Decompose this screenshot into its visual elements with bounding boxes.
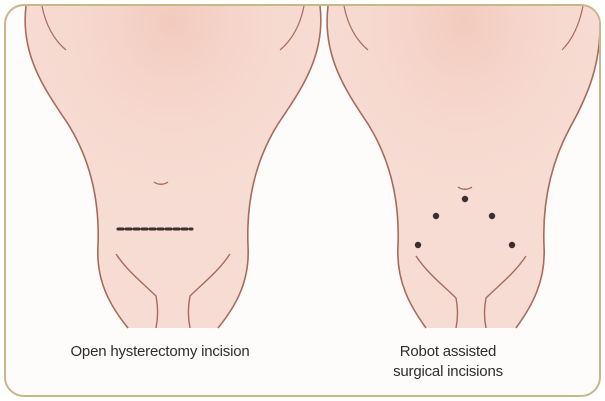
caption-line: Robot assisted <box>328 342 568 362</box>
illustration <box>6 6 599 395</box>
torso-open <box>25 6 321 328</box>
caption-robot-assisted: Robot assisted surgical incisions <box>328 342 568 382</box>
torso-robot <box>327 6 599 328</box>
caption-open-hysterectomy: Open hysterectomy incision <box>20 342 300 362</box>
port-incision <box>509 242 515 248</box>
port-incision <box>433 213 439 219</box>
port-incision <box>415 242 421 248</box>
caption-line: surgical incisions <box>328 362 568 382</box>
port-incision <box>462 196 468 202</box>
port-incision <box>489 213 495 219</box>
figure-frame: Open hysterectomy incision Robot assiste… <box>4 4 601 397</box>
caption-line: Open hysterectomy incision <box>20 342 300 362</box>
